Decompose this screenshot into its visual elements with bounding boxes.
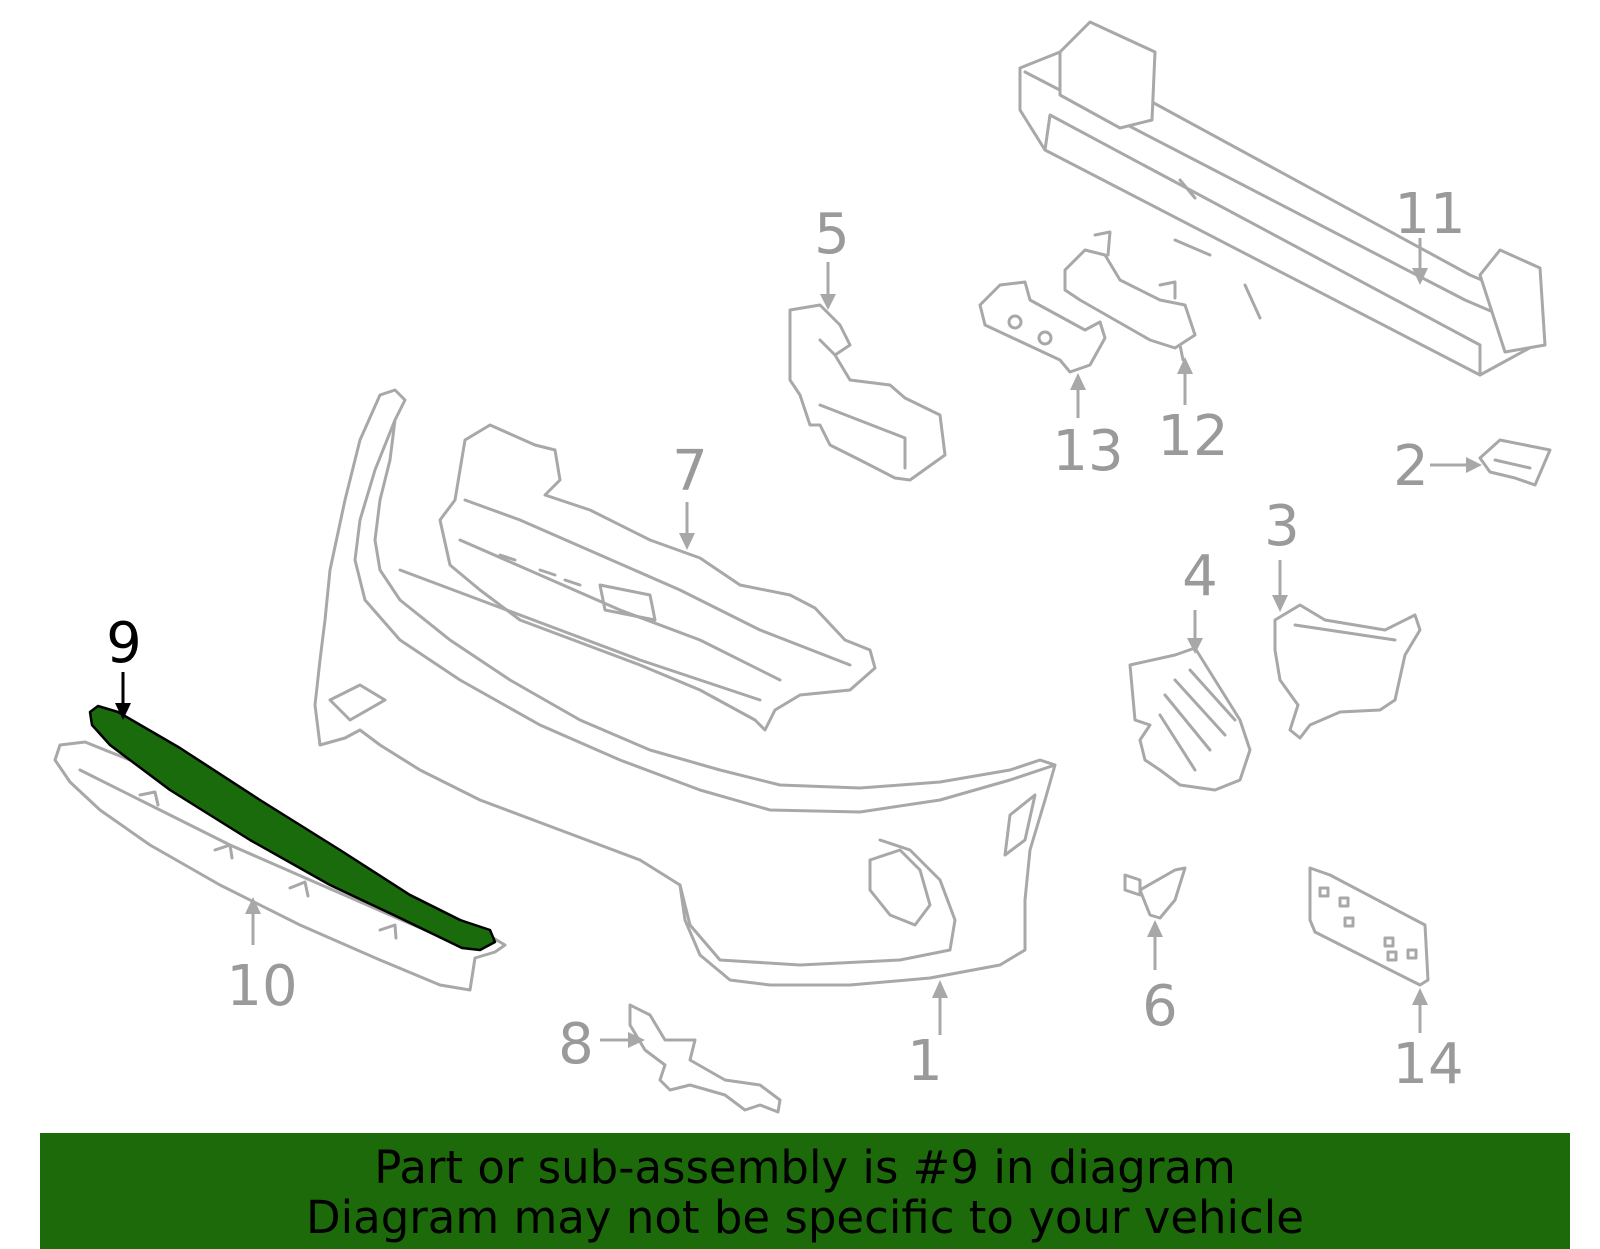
callout-14: 14: [1392, 988, 1464, 1097]
part-12-bracket: [1063, 230, 1197, 362]
info-banner: Part or sub-assembly is #9 in diagram Di…: [40, 1133, 1570, 1249]
callout-number: 14: [1392, 1032, 1463, 1097]
callout-number: 11: [1394, 182, 1465, 247]
callout-number: 4: [1182, 544, 1218, 609]
callout-number: 9: [106, 611, 142, 676]
part-7-upper-carrier: [438, 423, 877, 732]
callout-number: 5: [814, 202, 850, 267]
callout-number: 1: [907, 1029, 943, 1094]
banner-line-disclaimer: Diagram may not be specific to your vehi…: [306, 1191, 1304, 1244]
callout-5: 5: [814, 202, 850, 310]
callout-number: 6: [1142, 974, 1178, 1039]
part-8-bracket: [628, 1003, 782, 1114]
part-1-bumper-cover: [313, 388, 1057, 987]
callout-number: 8: [558, 1012, 594, 1077]
part-3-bracket: [1273, 603, 1422, 740]
part-5-bracket: [788, 303, 947, 482]
part-11-bumper-beam: [1018, 20, 1547, 377]
callout-10: 10: [226, 897, 298, 1019]
part-9-highlighted-strip: [88, 704, 497, 952]
callout-number: 13: [1052, 419, 1123, 484]
part-14-plate-bracket: [1308, 866, 1430, 987]
callout-1: 1: [907, 980, 948, 1094]
callout-number: 10: [226, 954, 297, 1019]
callout-number: 12: [1157, 404, 1228, 469]
part-13-bracket: [978, 280, 1107, 374]
callout-number: 3: [1264, 494, 1300, 559]
callout-4: 4: [1182, 544, 1218, 654]
callout-8: 8: [558, 1012, 645, 1077]
part-2-clip: [1478, 438, 1552, 487]
callout-number: 2: [1393, 434, 1429, 499]
callout-9[interactable]: 9: [106, 611, 142, 720]
banner-line-part: Part or sub-assembly is #9 in diagram: [374, 1141, 1236, 1194]
callout-7: 7: [672, 439, 708, 550]
callout-12: 12: [1157, 357, 1229, 469]
callout-2: 2: [1393, 434, 1482, 499]
part-4-vent: [1128, 646, 1252, 792]
part-6-sensor: [1123, 866, 1187, 920]
callout-number: 7: [672, 439, 708, 504]
callout-13: 13: [1052, 373, 1124, 484]
callout-3: 3: [1264, 494, 1300, 612]
callout-6: 6: [1142, 920, 1178, 1039]
callout-11: 11: [1394, 182, 1466, 285]
